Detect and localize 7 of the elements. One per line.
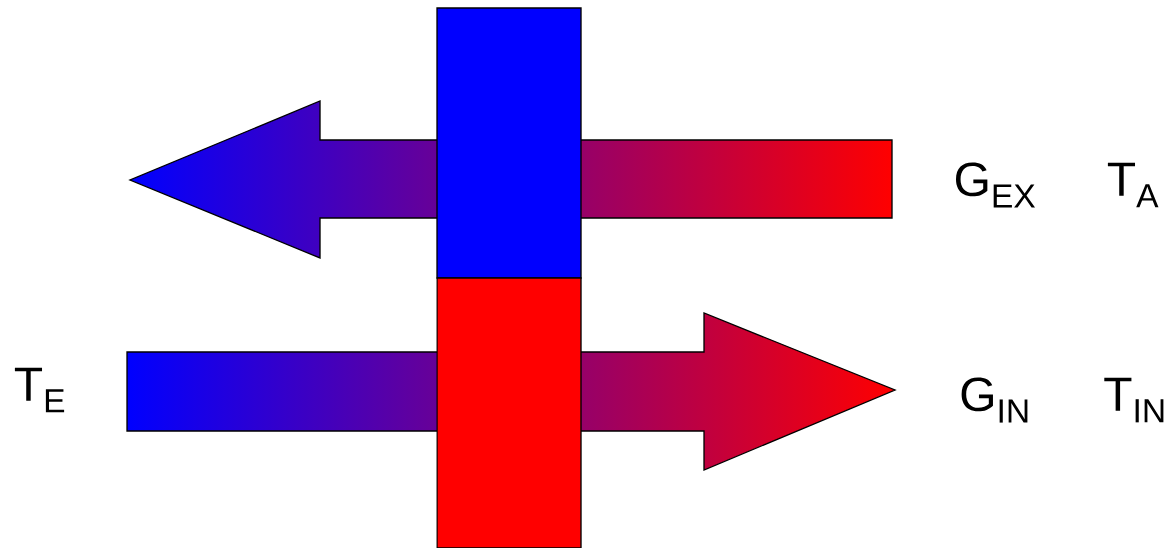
- symbol-label: G$_{EX}$: [956, 162, 1036, 208]
- symbol-label: T$_{E}$: [14, 367, 65, 413]
- symbol-label: T$_{IN}$: [1104, 377, 1164, 423]
- block: [436, 277, 582, 548]
- symbol-label: G$_{IN}$: [961, 377, 1028, 423]
- block: [436, 7, 582, 279]
- symbol-label: T$_{A}$: [1107, 162, 1159, 208]
